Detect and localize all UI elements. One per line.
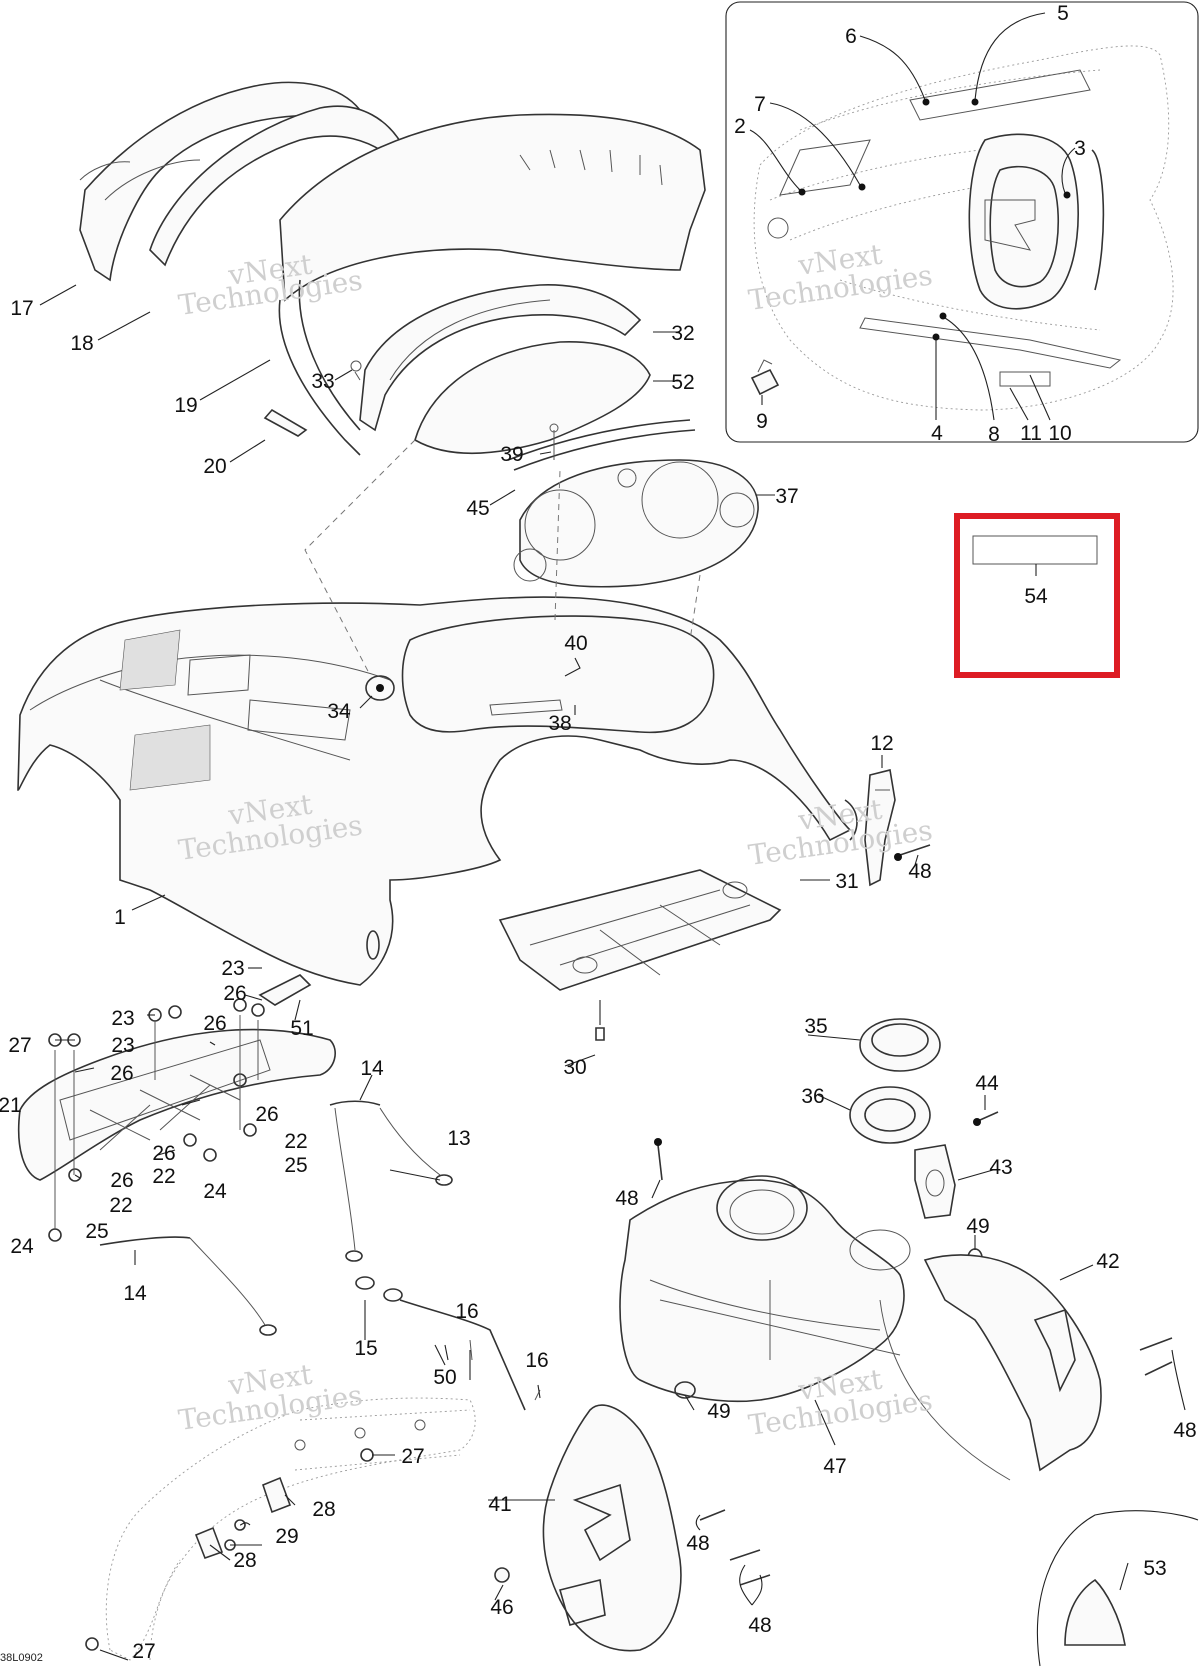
- callout-54: 54: [1024, 585, 1048, 608]
- callout-27: 27: [8, 1034, 31, 1057]
- callout-29: 29: [275, 1525, 298, 1548]
- assembly-guides: [304, 439, 701, 676]
- callout-47: 47: [823, 1455, 846, 1478]
- callout-36: 36: [801, 1085, 824, 1108]
- callout-48: 48: [748, 1614, 771, 1637]
- callout-39: 39: [500, 443, 523, 466]
- callout-26: 26: [152, 1142, 175, 1165]
- leader-lines: [39, 12, 1186, 1661]
- callout-23: 23: [111, 1007, 134, 1030]
- callout-43: 43: [989, 1156, 1012, 1179]
- callout-6: 6: [845, 25, 857, 48]
- drawing-number: 38L0902: [0, 1652, 43, 1664]
- callout-24: 24: [203, 1180, 227, 1203]
- callout-10: 10: [1048, 422, 1071, 445]
- callout-20: 20: [203, 455, 226, 478]
- callout-53: 53: [1143, 1557, 1166, 1580]
- callout-22: 22: [284, 1130, 307, 1153]
- callout-27: 27: [401, 1445, 424, 1468]
- right-bracket: [864, 769, 931, 887]
- lower-bracket: [85, 1397, 476, 1661]
- callout-24: 24: [10, 1235, 34, 1258]
- callout-25: 25: [284, 1154, 307, 1177]
- callout-14: 14: [360, 1057, 384, 1080]
- callout-1: 1: [114, 906, 126, 929]
- callout-34: 34: [327, 700, 351, 723]
- callout-51: 51: [290, 1017, 313, 1040]
- callout-28: 28: [312, 1498, 335, 1521]
- callout-52: 52: [671, 371, 694, 394]
- callout-44: 44: [975, 1072, 999, 1095]
- main-body-console: [17, 596, 858, 986]
- highlight-box-54: [954, 513, 1120, 678]
- callout-48: 48: [1173, 1419, 1196, 1442]
- callout-14: 14: [123, 1282, 147, 1305]
- inset-detail-frame: [725, 1, 1199, 443]
- callout-33: 33: [311, 370, 334, 393]
- cables-and-springs: [99, 1100, 541, 1411]
- gauge-panel: [513, 459, 759, 588]
- callout-22: 22: [152, 1165, 175, 1188]
- callout-17: 17: [10, 297, 33, 320]
- callout-48: 48: [686, 1532, 709, 1555]
- callout-42: 42: [1096, 1250, 1119, 1273]
- callout-27: 27: [132, 1640, 155, 1663]
- callout-40: 40: [564, 632, 587, 655]
- callout-5: 5: [1057, 2, 1069, 25]
- callout-31: 31: [835, 870, 858, 893]
- callout-32: 32: [671, 322, 694, 345]
- callout-37: 37: [775, 485, 798, 508]
- callout-46: 46: [490, 1596, 513, 1619]
- callout-12: 12: [870, 732, 893, 755]
- callout-50: 50: [433, 1366, 456, 1389]
- callout-22: 22: [109, 1194, 132, 1217]
- callout-3: 3: [1074, 137, 1086, 160]
- callout-4: 4: [931, 422, 943, 445]
- upper-left-shells: [79, 81, 706, 456]
- gauge-hood: [350, 284, 696, 471]
- callout-18: 18: [70, 332, 93, 355]
- callout-23: 23: [111, 1034, 134, 1057]
- callout-25: 25: [85, 1220, 108, 1243]
- callout-45: 45: [466, 497, 489, 520]
- callout-13: 13: [447, 1127, 470, 1150]
- callout-26: 26: [223, 982, 246, 1005]
- lower-shell: [619, 1138, 911, 1403]
- callout-26: 26: [110, 1169, 133, 1192]
- callout-26: 26: [110, 1062, 133, 1085]
- callout-49: 49: [966, 1215, 989, 1238]
- callout-16: 16: [455, 1300, 478, 1323]
- callout-30: 30: [563, 1056, 586, 1079]
- callout-26: 26: [203, 1012, 226, 1035]
- callout-11: 11: [1020, 422, 1042, 445]
- callout-16: 16: [525, 1349, 548, 1372]
- callout-19: 19: [174, 394, 197, 417]
- callout-48: 48: [615, 1187, 638, 1210]
- callout-23: 23: [221, 957, 244, 980]
- crossmember-assembly: [17, 974, 336, 1242]
- callout-15: 15: [354, 1337, 377, 1360]
- callout-35: 35: [804, 1015, 827, 1038]
- callout-41: 41: [488, 1493, 511, 1516]
- callout-21: 21: [0, 1094, 22, 1117]
- callout-28: 28: [233, 1549, 256, 1572]
- callout-7: 7: [754, 93, 766, 116]
- callout-48: 48: [908, 860, 931, 883]
- callout-38: 38: [548, 712, 571, 735]
- detail-53: [879, 1299, 1199, 1667]
- callout-8: 8: [988, 423, 1000, 446]
- filler-rings: [849, 1018, 941, 1144]
- callout-2: 2: [734, 115, 746, 138]
- callout-9: 9: [756, 410, 768, 433]
- right-side-panel: [923, 1254, 1173, 1472]
- left-side-panel: [494, 1404, 771, 1652]
- callout-49: 49: [707, 1400, 730, 1423]
- bezel-and-rivets: [914, 1111, 999, 1268]
- callout-26: 26: [255, 1103, 278, 1126]
- storage-tray: [498, 869, 782, 1041]
